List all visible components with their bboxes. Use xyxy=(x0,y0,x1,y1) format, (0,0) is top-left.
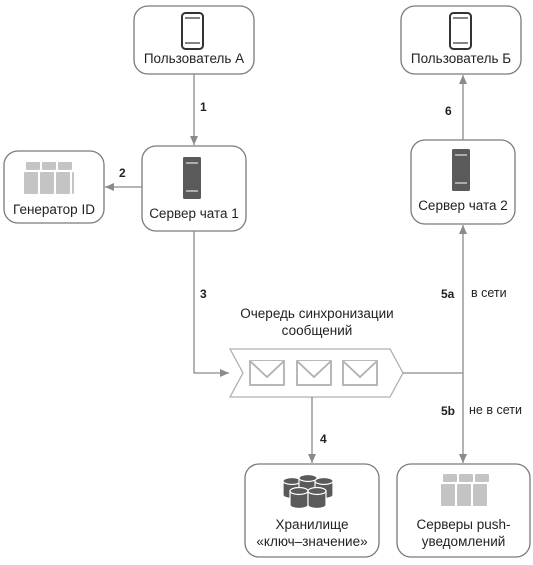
sync-queue-label: Очередь синхронизации сообщений xyxy=(212,305,422,339)
offline-note: не в сети xyxy=(469,403,522,417)
push-servers-label: Серверы push- уведомлений xyxy=(397,516,530,550)
server-rack-icon xyxy=(441,474,489,506)
chat-server-1-label: Сервер чата 1 xyxy=(149,206,239,221)
step-label-1: 1 xyxy=(200,100,207,114)
step-label-5b: 5b xyxy=(441,404,456,418)
sync-queue-label-line1: Очередь синхронизации xyxy=(240,306,394,321)
push-servers-label-line2: уведомлений xyxy=(421,534,506,549)
chat-server-2-label: Сервер чата 2 xyxy=(418,198,508,213)
push-servers-label-line1: Серверы push- xyxy=(416,517,511,532)
smartphone-icon xyxy=(449,12,472,50)
server-icon xyxy=(452,149,470,191)
step-label-5a: 5a xyxy=(441,287,455,301)
online-note: в сети xyxy=(471,286,507,300)
id-generator-label: Генератор ID xyxy=(13,202,95,217)
user-b-label: Пользователь Б xyxy=(410,51,512,66)
kv-store-label: Хранилище «ключ–значение» xyxy=(245,516,379,550)
user-a-label: Пользователь А xyxy=(143,51,245,66)
step-label-4: 4 xyxy=(320,432,327,446)
envelope-icon xyxy=(249,360,285,386)
message-queue-icon xyxy=(228,348,404,398)
step-label-6: 6 xyxy=(445,104,452,118)
step-label-2: 2 xyxy=(119,166,126,180)
envelope-icon xyxy=(296,360,332,386)
kv-store-box xyxy=(244,463,380,558)
smartphone-icon xyxy=(181,12,204,50)
kv-store-label-line1: Хранилище xyxy=(275,517,349,532)
server-icon xyxy=(183,157,201,199)
kv-store-label-line2: «ключ–значение» xyxy=(256,534,368,549)
sync-queue-label-line2: сообщений xyxy=(281,323,353,338)
arrow-step-3 xyxy=(193,231,229,377)
envelope-icon xyxy=(342,360,378,386)
push-servers-box xyxy=(396,463,531,558)
server-rack-icon xyxy=(24,162,74,194)
database-icon xyxy=(282,473,334,510)
step-label-3: 3 xyxy=(200,287,207,301)
